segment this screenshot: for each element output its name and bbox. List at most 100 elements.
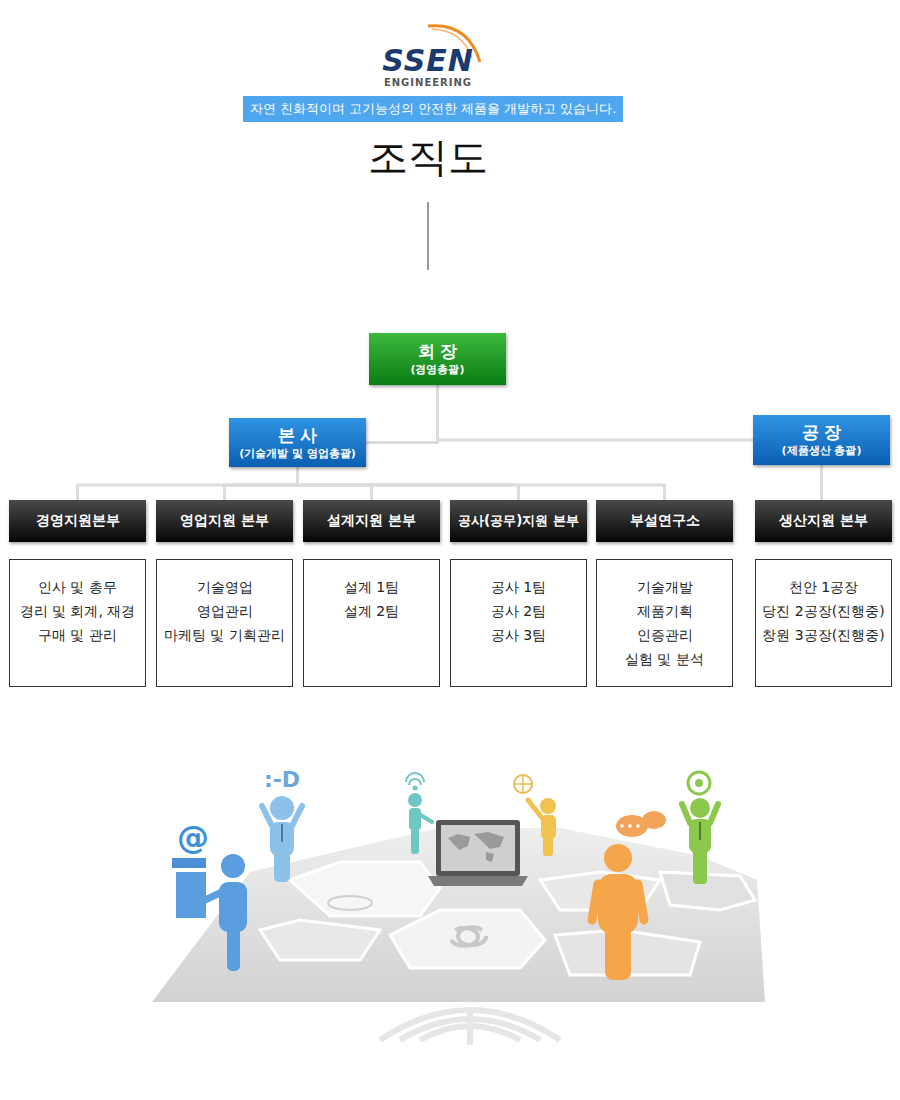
box-heading: 공사 1팀 [491, 575, 546, 599]
box-heading: 인사 및 총무 [38, 575, 117, 599]
person-orange [638, 884, 644, 920]
org-connector [820, 465, 823, 500]
person-green [682, 772, 718, 884]
slogan-band: 자연 친화적이며 고기능성의 안전한 제품을 개발하고 있습니다. [243, 96, 623, 122]
person-orange [620, 824, 624, 828]
box-heading: 경영지원본부 [36, 512, 120, 530]
department-header: 경영지원본부 [9, 500, 146, 542]
box-heading: 영업지원 본부 [180, 512, 269, 530]
box-heading: 천안 1공장 [789, 575, 858, 599]
logo-subtext: ENGINEERING [360, 77, 496, 88]
box-heading: 자연 친화적이며 고기능성의 안전한 제품을 개발하고 있습니다. [250, 100, 617, 118]
person-green [710, 804, 718, 823]
box-text: 창원 3공장(진행중) [762, 623, 884, 647]
department-header: 부설연구소 [596, 500, 733, 542]
box-text: 경리 및 회계, 재경 [20, 599, 136, 623]
box-text: (제품생산 총괄) [782, 443, 862, 459]
box-heading: 부설연구소 [630, 512, 700, 530]
box-heading: 설계 1팀 [344, 575, 399, 599]
person-lightblue [262, 796, 302, 882]
box-heading: 설계지원 본부 [327, 512, 416, 530]
team-list-box: 기술영업영업관리마케팅 및 기획관리 [156, 559, 293, 687]
person-yellow [514, 775, 556, 856]
person-blue-boxes [172, 854, 247, 971]
person-orange [604, 844, 632, 872]
team-list-box: 설계 1팀설계 2팀 [303, 559, 440, 687]
department-header: 공사(공무)지원 본부 [450, 500, 587, 542]
box-heading: 기술개발 [637, 575, 693, 599]
person-orange [636, 824, 640, 828]
person-teal [406, 773, 432, 854]
person-lightblue [262, 806, 272, 826]
box-text: 실험 및 분석 [625, 647, 704, 671]
box-heading: 공 장 [802, 421, 842, 443]
floor [328, 896, 372, 910]
floor [290, 862, 440, 916]
person-orange [628, 824, 632, 828]
at-icon: @ [168, 820, 218, 855]
box-heading: 기술영업 [197, 575, 253, 599]
person-green [688, 772, 710, 794]
division-box: 본 사(기술개발 및 영업총괄) [229, 418, 366, 467]
box-text: 마케팅 및 기획관리 [164, 623, 285, 647]
laptop [441, 825, 515, 871]
box-text: 당진 2공장(진행중) [762, 599, 884, 623]
person-green [699, 822, 701, 840]
team-list-box: 인사 및 총무경리 및 회계, 재경구매 및 관리 [9, 559, 146, 687]
floor [660, 872, 755, 910]
box-text: 영업관리 [197, 599, 253, 623]
person-blue-boxes [172, 858, 206, 868]
box-text: (경영총괄) [410, 362, 464, 378]
org-connector [78, 467, 298, 500]
team-list-box: 기술개발제품기획인증관리실험 및 분석 [596, 559, 733, 687]
person-green [695, 779, 703, 787]
org-connector [438, 385, 754, 440]
person-lightblue [274, 850, 290, 882]
floor [390, 910, 545, 968]
person-teal [408, 793, 422, 807]
chairman-box: 회 장(경영총괄) [369, 333, 506, 385]
person-yellow [514, 775, 532, 793]
box-heading: 본 사 [278, 424, 318, 446]
box-text: 인증관리 [637, 623, 693, 647]
org-connector [225, 467, 298, 500]
emoticon-icon: :-D [252, 768, 312, 792]
floor [467, 1008, 473, 1045]
person-teal [409, 808, 421, 830]
person-green [690, 798, 710, 818]
laptop [448, 832, 504, 862]
title-rule [428, 202, 429, 270]
title-rule [428, 202, 429, 270]
department-header: 생산지원 본부 [755, 500, 892, 542]
box-text: 공사 3팀 [491, 623, 546, 647]
box-text: 제품기획 [637, 599, 693, 623]
laptop [428, 820, 528, 886]
person-orange [605, 925, 631, 980]
floor [260, 920, 380, 960]
person-yellow [514, 775, 532, 793]
person-yellow [540, 798, 556, 814]
page-title: 조직도 [278, 130, 578, 185]
box-heading: 생산지원 본부 [779, 512, 868, 530]
division-box: 공 장(제품생산 총괄) [753, 415, 890, 465]
person-yellow [528, 800, 542, 818]
person-green [693, 848, 707, 884]
person-teal [419, 814, 432, 822]
person-green [682, 804, 690, 823]
org-connector [298, 467, 665, 500]
box-text: 공사 2팀 [491, 599, 546, 623]
org-connector [366, 385, 438, 443]
person-lightblue [292, 806, 302, 826]
person-blue-boxes [227, 925, 240, 971]
person-lightblue [270, 796, 294, 820]
person-teal [413, 786, 418, 791]
logo-text: SSEN [360, 44, 496, 77]
floor [451, 927, 486, 946]
person-blue-boxes [221, 854, 245, 878]
department-header: 설계지원 본부 [303, 500, 440, 542]
person-lightblue [281, 824, 283, 842]
team-list-box: 천안 1공장당진 2공장(진행중)창원 3공장(진행중) [755, 559, 892, 687]
laptop [428, 876, 528, 886]
person-blue-boxes [176, 872, 206, 918]
person-orange [592, 811, 666, 980]
